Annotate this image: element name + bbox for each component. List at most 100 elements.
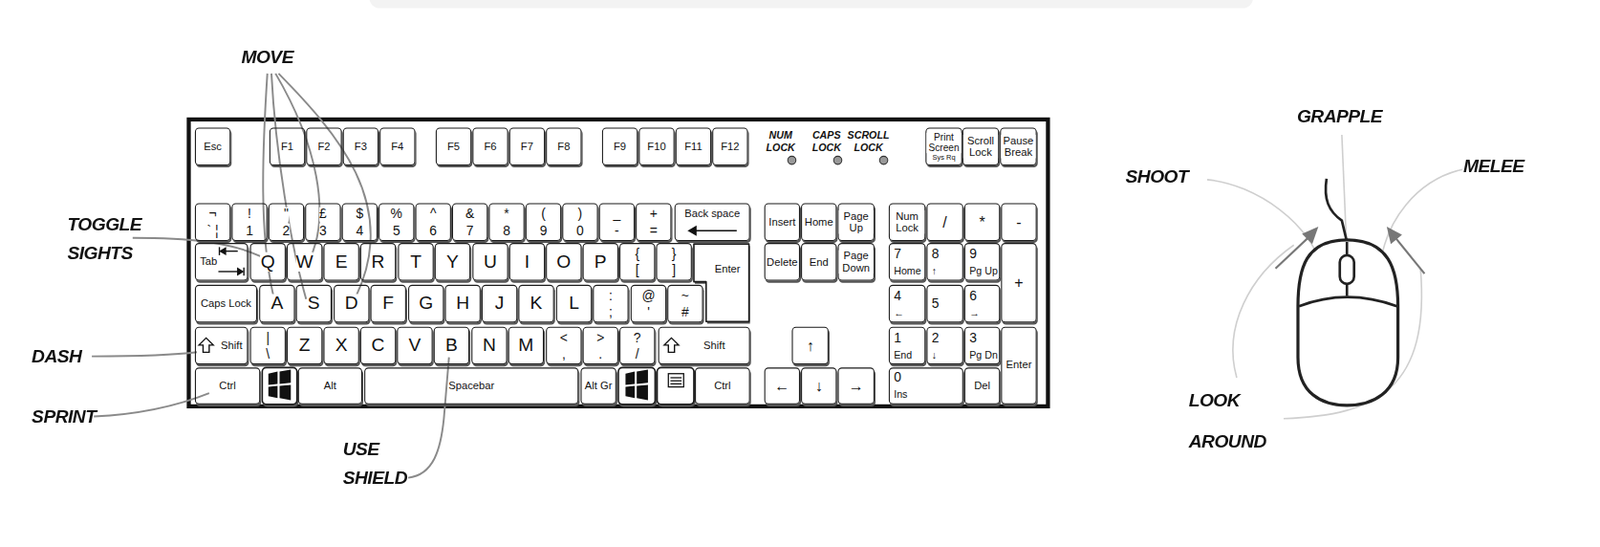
key-legend: ' xyxy=(647,304,650,320)
keyboard-key: Tab xyxy=(194,242,249,282)
key-legend: $ xyxy=(355,207,364,222)
key-legend: 7 xyxy=(466,222,475,238)
keyboard-key: ^6 xyxy=(415,202,452,241)
key-legend: F3 xyxy=(354,140,368,152)
key-legend: & xyxy=(465,207,475,222)
key-legend: Shift xyxy=(220,339,242,351)
blank-keys xyxy=(261,367,694,404)
key-legend: F4 xyxy=(390,140,404,152)
keyboard-key: F12 xyxy=(712,127,748,166)
control-callout: SHOOT xyxy=(1125,162,1208,192)
led xyxy=(787,155,797,165)
key-legend: S xyxy=(307,294,321,314)
key-legend: F8 xyxy=(557,140,570,152)
keyboard-key: F2 xyxy=(305,127,342,166)
key-legend: Caps Lock xyxy=(200,298,252,310)
key-legend: . xyxy=(598,345,603,361)
keyboard-key: 0Ins xyxy=(888,367,964,404)
keyboard-key: }] xyxy=(655,242,692,282)
mouse-leaders xyxy=(1207,134,1463,419)
keyboard-key: W xyxy=(286,242,323,282)
keyboard-key: "2 xyxy=(268,202,304,241)
keyboard-key: ↑ xyxy=(791,326,828,366)
key-legend: Enter xyxy=(1006,359,1033,371)
keyboard-key: T xyxy=(397,242,433,282)
key-legend: End xyxy=(809,256,829,268)
key-legend: _ xyxy=(612,207,621,222)
key-legend: → xyxy=(969,307,980,319)
key-legend: Enter xyxy=(714,262,741,275)
keyboard-key: S xyxy=(296,284,332,324)
key-legend: : xyxy=(608,288,613,303)
key-legend: Page Up xyxy=(839,210,874,234)
keyboard-key: %5 xyxy=(378,202,414,241)
keyboard-key: 6→ xyxy=(964,284,1000,324)
key-legend: N xyxy=(482,335,497,355)
key-legend: 6 xyxy=(429,222,437,238)
keyboard-key: C xyxy=(360,326,396,366)
keyboard-key: Print ScreenSys Rq xyxy=(925,127,962,166)
key-icons xyxy=(198,226,737,352)
key-legend: ? xyxy=(633,330,642,346)
control-callout: USE SHIELD xyxy=(343,434,421,493)
keyboard-key: 4← xyxy=(888,284,926,324)
keyboard-key: * xyxy=(964,202,1000,241)
key-legend: @ xyxy=(641,288,655,303)
key-legend: Ctrl xyxy=(713,380,731,392)
keyboard-key: *8 xyxy=(488,202,524,241)
key-legend: ↓ xyxy=(931,349,937,361)
key-legend: L xyxy=(568,294,580,314)
keyboard-key: F xyxy=(370,284,407,324)
keyboard-key: !1 xyxy=(231,202,267,241)
key-legend: Del xyxy=(973,380,991,392)
key-legend: Alt xyxy=(324,380,337,392)
keyboard-key: Esc xyxy=(194,127,231,166)
keyboard-key: V xyxy=(396,326,433,366)
key-legend: Q xyxy=(260,252,276,272)
control-callout: MOVE xyxy=(226,43,308,72)
key-legend: F2 xyxy=(317,140,330,152)
key-legend: < xyxy=(560,330,568,346)
key-legend: F xyxy=(382,294,394,314)
key-legend: → xyxy=(848,377,865,394)
key-legend: O xyxy=(556,252,571,272)
keyboard-key: F8 xyxy=(545,127,582,166)
key-legend: F12 xyxy=(720,140,739,152)
key-legend: / xyxy=(635,345,640,361)
key-legend: G xyxy=(418,294,433,314)
keyboard-key: D xyxy=(333,284,369,324)
control-callout: DASH xyxy=(31,342,93,371)
key-legend: 2 xyxy=(931,330,940,346)
key-legend: R xyxy=(371,252,386,272)
key-legend: I xyxy=(524,252,530,272)
key-legend: 8 xyxy=(931,246,940,261)
key-legend: Pg Dn xyxy=(969,349,998,361)
key-legend: # xyxy=(681,304,690,320)
keyboard-key: 9Pg Up xyxy=(964,242,1000,282)
menu-icon xyxy=(668,373,684,388)
keyboard-key: P xyxy=(583,242,619,282)
key-legend: A xyxy=(270,294,283,314)
control-callout: GRAPPLE xyxy=(1297,102,1409,131)
keyboard-key: ↓ xyxy=(800,367,837,404)
key-legend: 7 xyxy=(893,246,902,261)
keyboard-key: Num Lock xyxy=(888,202,926,241)
keyboard-key: {[ xyxy=(619,242,655,282)
key-legend: * xyxy=(978,214,985,231)
key-legend: B xyxy=(445,335,458,355)
keyboard-frame xyxy=(189,119,1049,407)
led xyxy=(879,155,888,165)
indicator-label: CAPS LOCK xyxy=(804,129,848,154)
keyboard-key: F4 xyxy=(379,127,415,166)
keyboard-key: H xyxy=(444,284,480,324)
keyboard-key: ~# xyxy=(667,284,703,324)
key-legend: 3 xyxy=(969,330,977,346)
key-legend: + xyxy=(1014,274,1023,291)
key-legend: Scroll Lock xyxy=(963,134,998,158)
keyboard-key: 7Home xyxy=(888,242,926,282)
key-legend: F10 xyxy=(647,140,666,152)
key-legend: + xyxy=(649,207,658,222)
keyboard-key: ← xyxy=(764,367,800,404)
key-outline xyxy=(692,242,753,325)
key-legend: Delete xyxy=(766,256,798,268)
